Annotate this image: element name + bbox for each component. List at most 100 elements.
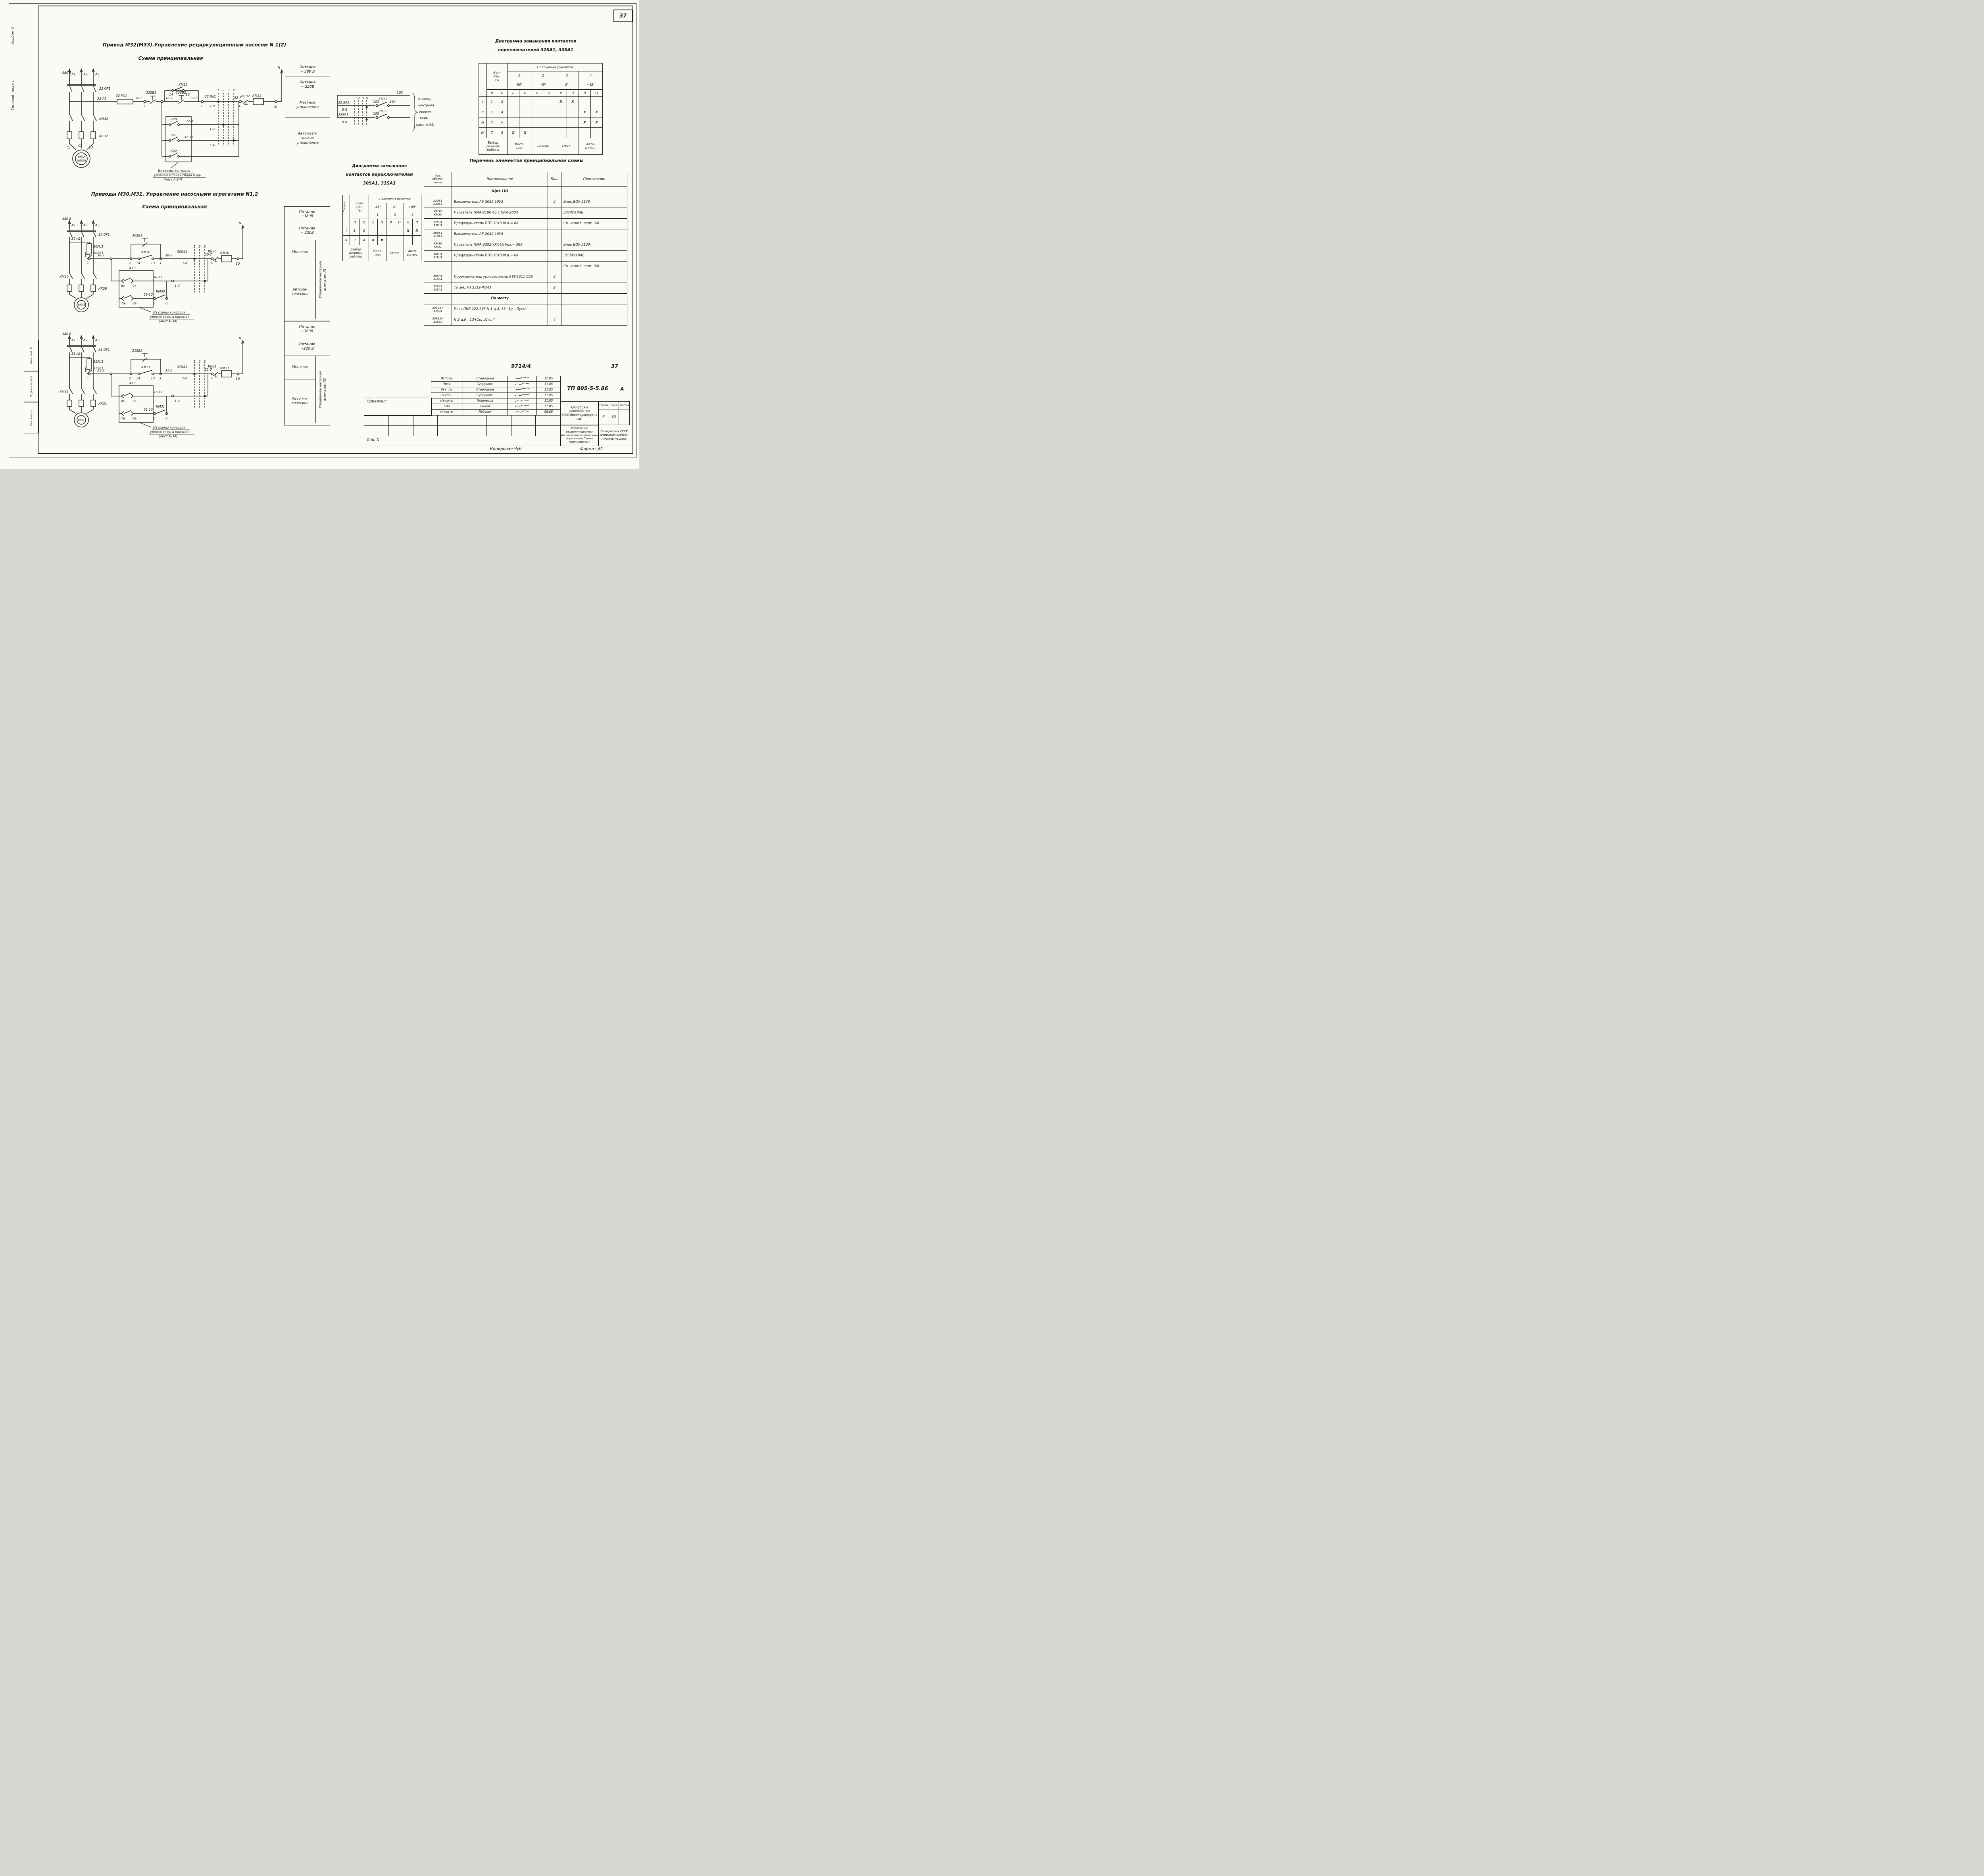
element-list-title: Перечень элементов принципиальной схемы (469, 158, 584, 163)
svg-text:14: 14 (169, 93, 173, 96)
signature-icon (515, 404, 529, 408)
schematic2-title: Приводы М30,М31. Управление насосными аг… (91, 191, 258, 197)
svg-text:33SА1: 33SА1 (338, 113, 348, 116)
svg-text:КМ31: КМ31 (60, 390, 69, 394)
svg-text:32-11: 32-11 (184, 135, 193, 139)
svg-text:8с: 8с (121, 284, 125, 288)
svg-text:6: 6 (165, 302, 167, 305)
svg-text:32SВ1: 32SВ1 (146, 91, 156, 94)
svg-text:31-5: 31-5 (165, 369, 172, 372)
svg-text:4: 4 (211, 262, 213, 265)
svg-text:32 FU1: 32 FU1 (116, 94, 127, 98)
revision-letter: А (620, 386, 624, 392)
control-circuit-m30: 30-А1 30FU1 30SВ1 1 30-3 2 14 КМ30 13 3 … (69, 221, 244, 294)
svg-text:2: 2 (198, 245, 200, 248)
svg-text:КМ32: КМ32 (252, 94, 261, 98)
svg-text:А10: А10 (129, 266, 136, 270)
doc-number: 9714/4 (511, 364, 531, 369)
svg-text:К22: К22 (171, 149, 177, 153)
svg-text:31 QF1: 31 QF1 (98, 348, 110, 352)
signature-icon (515, 383, 529, 385)
svg-text:32-1: 32-1 (135, 96, 142, 100)
schematic1-subtitle: Схема принципиальная (138, 56, 203, 61)
svg-text:Из схемы контроля: Из схемы контроля (153, 426, 185, 429)
zone-220v-n2: Питание ~220 В (285, 338, 330, 356)
col-header-note: Примечание (561, 172, 627, 187)
col-header-name: Наименование (452, 172, 548, 187)
svg-text:9с: 9с (133, 399, 136, 403)
mode-select-label: Выбор режима работы (342, 245, 369, 261)
svg-text:2: 2 (358, 96, 360, 100)
svg-text:4: 4 (233, 89, 235, 92)
svg-text:1-2: 1-2 (210, 127, 215, 131)
svg-text:1-2: 1-2 (175, 399, 180, 403)
svg-text:31FU1: 31FU1 (93, 360, 104, 364)
brace-and-note: В схему контроля уровня воды (лист А-34) (411, 92, 434, 132)
svg-text:КК30: КК30 (98, 287, 107, 291)
svg-text:5: 5 (153, 302, 155, 305)
svg-text:3: 3 (362, 96, 364, 100)
inv-label: Инв. N (367, 438, 380, 442)
svg-text:А1: А1 (71, 73, 76, 76)
svg-text:1: 1 (193, 245, 195, 248)
table2-title-line3: 30SА1, 31SА1 (363, 181, 396, 186)
svg-text:(лист А-34): (лист А-34) (416, 123, 434, 127)
zone-220v-n1: Питание ~ 220В (285, 222, 330, 240)
svg-text:10: 10 (236, 262, 240, 266)
svg-text:А3: А3 (95, 73, 100, 76)
revision-grid (364, 415, 560, 436)
copied-by-label: Копировал Чуб (490, 447, 522, 451)
svg-text:C3: C3 (89, 146, 93, 149)
svg-text:31SВ2: 31SВ2 (132, 349, 142, 352)
contact-diagram-table-30sa1: Секции Кон- так- ты Положение рукоятки -… (342, 195, 422, 261)
drawing-sheet: 37 Альбом 4 Типовой проект Взам. инв. N … (0, 0, 639, 469)
svg-text:В схему: В схему (418, 97, 431, 101)
zone-column-1: Питание ~ 380 В Питание ~ 220В Местное у… (285, 63, 330, 161)
svg-text:1: 1 (143, 104, 145, 108)
signature-icon (515, 394, 529, 396)
svg-text:А2: А2 (83, 73, 88, 76)
svg-text:102: 102 (397, 91, 403, 94)
table1-title-line1: Диаграмма замыкания контактов (495, 39, 577, 44)
privyazal-label: Привязал: (367, 399, 387, 404)
svg-text:31-13: 31-13 (144, 408, 153, 412)
svg-text:КМ31: КМ31 (156, 405, 165, 408)
margin-podpis-label: Подпись и дата (30, 376, 33, 397)
stage-header: Стадия (598, 401, 609, 410)
svg-text:30-А1: 30-А1 (71, 237, 81, 241)
svg-text:(М33): (М33) (77, 159, 86, 163)
svg-text:30FU1: 30FU1 (93, 245, 104, 248)
contacts-header: Кон- так- ты (349, 195, 369, 219)
svg-text:32SВ2: 32SВ2 (176, 91, 186, 94)
svg-text:КМ32: КМ32 (179, 83, 188, 87)
svg-text:А3: А3 (95, 339, 100, 342)
svg-text:(лист А-34): (лист А-34) (159, 435, 177, 438)
svg-text:А2: А2 (83, 223, 88, 227)
motor-label: М30 (78, 303, 85, 307)
svg-text:А10: А10 (129, 381, 136, 385)
svg-text:А2: А2 (83, 339, 88, 342)
paper-border (9, 3, 636, 458)
svg-text:3-4: 3-4 (182, 377, 187, 380)
svg-text:5: 5 (153, 417, 155, 420)
schematic2-subtitle: Схема принципиальная (142, 204, 207, 210)
svg-text:КМ31: КМ31 (220, 366, 229, 370)
svg-text:уровней в баках сбора воды: уровней в баках сбора воды (154, 173, 202, 177)
svg-text:7а: 7а (121, 302, 125, 305)
mode-select-label: Выбор режима работы (478, 138, 508, 155)
drawing-frame (38, 6, 633, 454)
svg-text:14: 14 (136, 377, 140, 380)
svg-text:Из схемы контроля: Из схемы контроля (153, 311, 185, 314)
breaker-label: 32 QF1 (99, 87, 111, 90)
svg-text:А3: А3 (95, 223, 100, 227)
